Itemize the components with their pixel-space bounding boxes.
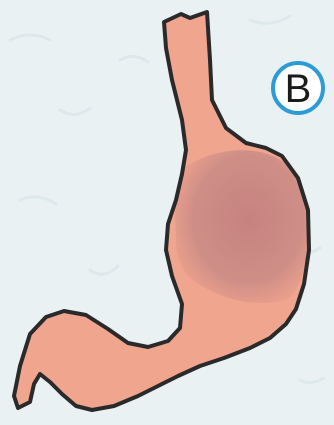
diagram-label: B [285,69,312,109]
highlighted-region [175,150,308,303]
diagram-label-badge: B [271,61,325,115]
